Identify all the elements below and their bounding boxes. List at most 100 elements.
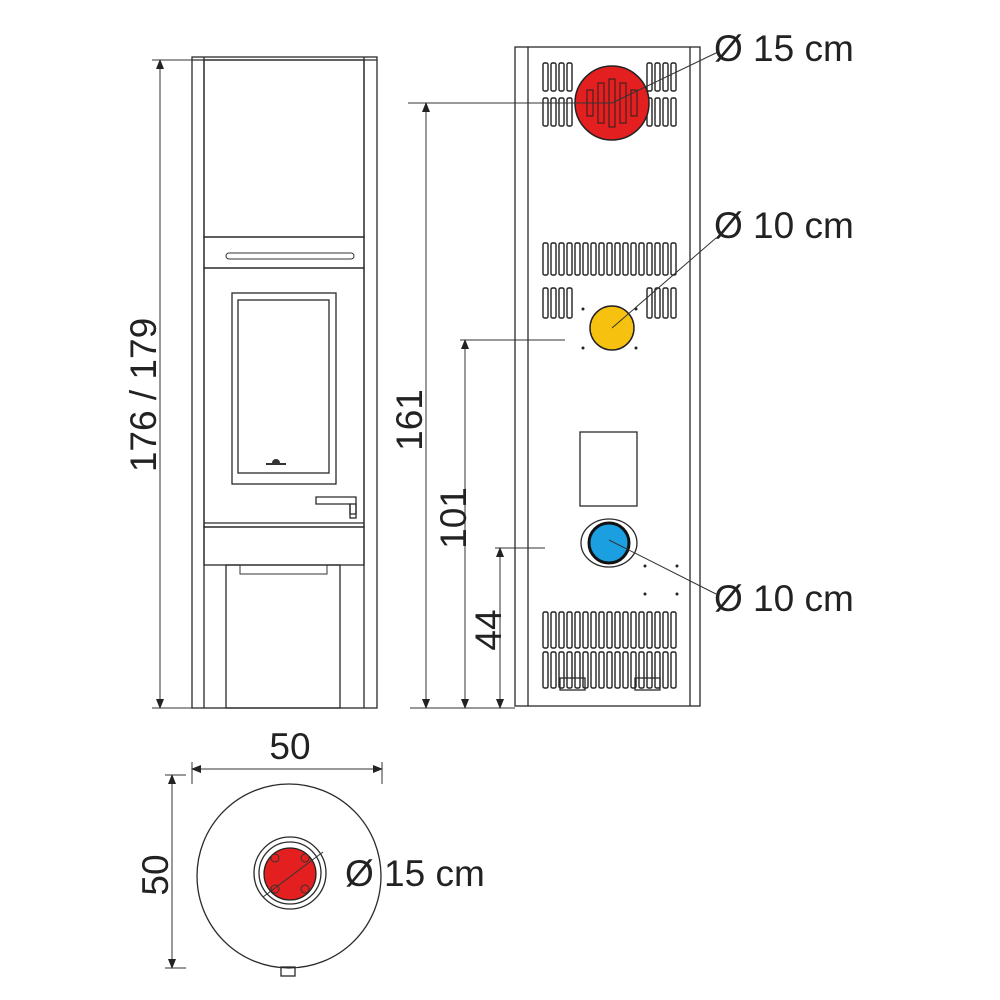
dimension-depth: 50 (135, 774, 186, 969)
door-glass (237, 299, 330, 474)
vent-slot (566, 651, 573, 689)
firebox-door (203, 267, 365, 528)
vent-slot (670, 287, 677, 319)
vent-slot (614, 651, 621, 689)
vent-slot (670, 62, 677, 92)
vent-slot (622, 242, 629, 276)
vent-slot (654, 242, 661, 276)
vent-slot (662, 651, 669, 689)
dimension-161: 161 (389, 102, 612, 709)
vent-slot (630, 611, 637, 649)
vent-slot (550, 651, 557, 689)
vent-slot (606, 242, 613, 276)
vent-slot (638, 242, 645, 276)
vent-slot (598, 242, 605, 276)
leader-bottom (608, 539, 717, 595)
leader-top (611, 51, 719, 104)
dimension-101: 101 (433, 339, 565, 709)
vent-slot (558, 97, 565, 127)
vent-slot (654, 287, 661, 319)
top-view (196, 783, 382, 977)
dimension-total-height: 176 / 179 (123, 59, 200, 709)
vent-slot (670, 611, 677, 649)
vent-slot (558, 62, 565, 92)
vent-slot (662, 97, 669, 127)
vent-slot (582, 242, 589, 276)
depth-label: 50 (135, 854, 176, 895)
dimension-width: 50 (191, 726, 383, 784)
vent-slot (646, 287, 653, 319)
flue-grille-bar (630, 89, 638, 117)
vent-slot (558, 611, 565, 649)
vent-slot (590, 611, 597, 649)
vent-slot (598, 611, 605, 649)
label-flue-top: Ø 15 cm (714, 28, 854, 69)
vent-slot (654, 62, 661, 92)
vent-slot (646, 651, 653, 689)
vent-slot (542, 611, 549, 649)
vent-slot (574, 242, 581, 276)
door-frame (231, 292, 337, 485)
vent-slot (542, 62, 549, 92)
vent-slot (614, 242, 621, 276)
slot (225, 252, 355, 260)
top-panel (203, 59, 365, 238)
front-view (191, 56, 378, 709)
logo-icon (272, 459, 280, 463)
air-inlet-ring (580, 518, 638, 568)
vent-slot (590, 651, 597, 689)
vent-slot (662, 287, 669, 319)
vent-slot (670, 97, 677, 127)
width-label: 50 (269, 726, 310, 767)
vent-slot (574, 611, 581, 649)
vent-slot (542, 651, 549, 689)
vent-slot (574, 651, 581, 689)
vent-slot (662, 242, 669, 276)
vent-slot (566, 611, 573, 649)
label-161: 161 (389, 389, 430, 451)
vent-slot (566, 97, 573, 127)
vent-slot (654, 651, 661, 689)
dimension-44: 44 (468, 547, 545, 709)
vent-slot (550, 62, 557, 92)
label-101: 101 (433, 487, 474, 549)
vent-slot (566, 287, 573, 319)
vent-slot (550, 97, 557, 127)
flue-grille-bar (619, 82, 627, 124)
vent-slot (654, 611, 661, 649)
label-air-bottom: Ø 10 cm (714, 578, 854, 619)
vent-slot (558, 287, 565, 319)
vent-slot (542, 287, 549, 319)
vent-slot (550, 287, 557, 319)
vent-slot (670, 651, 677, 689)
vent-slot (550, 611, 557, 649)
vent-slot (566, 62, 573, 92)
vent-slot (558, 242, 565, 276)
vent-slot (638, 611, 645, 649)
vent-slot (622, 611, 629, 649)
vent-slot (670, 242, 677, 276)
vent-slot (646, 242, 653, 276)
access-panel (579, 431, 638, 507)
vent-slot (606, 611, 613, 649)
leader-middle (611, 237, 717, 329)
label-44: 44 (468, 609, 509, 650)
vent-slot (598, 651, 605, 689)
label-flue-top-view: Ø 15 cm (345, 853, 485, 894)
base-band (203, 526, 365, 566)
vent-slot (550, 242, 557, 276)
vent-slot (638, 651, 645, 689)
vent-slot (566, 242, 573, 276)
storage-drawer (225, 564, 341, 709)
total-height-label: 176 / 179 (123, 318, 164, 472)
vent-slot (590, 242, 597, 276)
vent-slot (654, 97, 661, 127)
drawer-handle (239, 564, 328, 575)
vent-slot (622, 651, 629, 689)
vent-slot (646, 62, 653, 92)
air-inlet-bottom (587, 521, 631, 565)
vent-slot (542, 97, 549, 127)
label-air-middle: Ø 10 cm (714, 205, 854, 246)
vent-slot (662, 611, 669, 649)
